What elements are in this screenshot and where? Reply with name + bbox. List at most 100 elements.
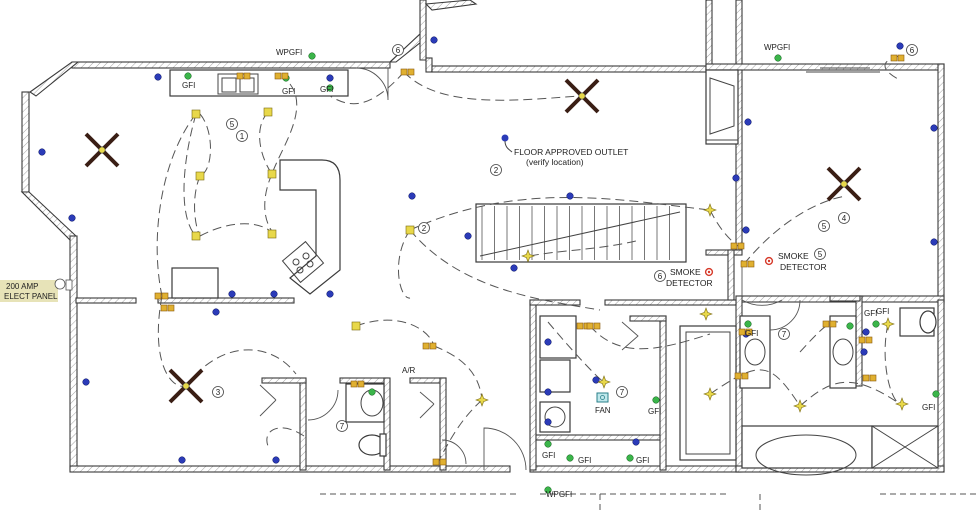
circuit-tag-number: 2	[494, 166, 499, 175]
smoke-detector-label: SMOKE	[670, 267, 701, 277]
switch-icon	[829, 320, 837, 328]
circuit-tag-number: 7	[340, 422, 345, 431]
outlet-icon	[860, 348, 868, 356]
outlet-icon	[212, 308, 220, 316]
switch-icon	[422, 342, 430, 350]
outlet-icon	[732, 174, 740, 182]
circuit-tag-number: 2	[422, 224, 427, 233]
stairs	[475, 203, 687, 263]
outlet-icon	[270, 290, 278, 298]
gfi-label: GFI	[922, 403, 935, 412]
gfi-outlet-icon	[308, 52, 316, 60]
panel-label-line1: 200 AMP	[6, 282, 38, 291]
switch-icon	[741, 372, 749, 380]
recessed-light-icon	[195, 171, 205, 181]
outlet-icon	[566, 192, 574, 200]
switch-icon	[167, 304, 175, 312]
gfi-label: GFI	[745, 329, 758, 338]
wall-entry-top	[424, 0, 478, 11]
circuit-tag-number: 1	[240, 132, 245, 141]
wall-bottom-mid	[529, 465, 741, 473]
deck-outline	[320, 67, 980, 513]
gfi-outlet-icon	[184, 72, 192, 80]
switch-icon	[890, 54, 898, 62]
outlet-icon	[272, 456, 280, 464]
switch-icon	[738, 328, 746, 336]
wall-entry-left	[419, 0, 427, 61]
gfi-label: GFI	[864, 309, 877, 318]
outlet-icon	[862, 328, 870, 336]
gfi-outlet-icon	[744, 320, 752, 328]
switch-icon	[869, 374, 877, 382]
switch-icon	[747, 260, 755, 268]
ceiling-fan-icon	[168, 368, 204, 404]
circuit-tag: 2	[418, 222, 430, 234]
switch-icon	[274, 72, 282, 80]
wall-top-right	[705, 63, 945, 71]
wall-left	[69, 235, 78, 471]
recessed-light-icon	[267, 229, 277, 239]
switch-icon	[281, 72, 289, 80]
smoke-detector-icon	[764, 256, 774, 266]
floor-outlet-note: FLOOR APPROVED OUTLET	[514, 147, 628, 157]
circuit-tag-number: 5	[230, 120, 235, 129]
gfi-label: GFI	[636, 456, 649, 465]
switch-symbols	[154, 54, 905, 466]
circuit-tag-number: 7	[620, 388, 625, 397]
circuit-tag: 6	[654, 270, 666, 282]
gfi-outlet-icon	[368, 388, 376, 396]
recessed-light-icon	[351, 321, 361, 331]
outlet-icon	[510, 264, 518, 272]
fan-label: FAN	[595, 406, 611, 415]
fireplace	[705, 69, 739, 145]
circuit-tag-number: 5	[822, 222, 827, 231]
circuit-tag-number: 6	[396, 46, 401, 55]
wpgfi-label: WPGFI	[546, 490, 572, 499]
light-fixture-icon	[793, 399, 807, 413]
floor-outlet-note-sub: (verify location)	[526, 157, 584, 167]
recessed-light-icon	[191, 231, 201, 241]
gfi-outlet-icon	[544, 486, 552, 494]
gfi-label: GFI	[542, 451, 555, 460]
ar-label: A/R	[402, 366, 416, 375]
floor-outlet-icon	[501, 134, 513, 153]
gfi-outlet-icon	[326, 84, 334, 92]
light-fixture-icon	[597, 375, 611, 389]
ceiling-fan-icon	[84, 132, 120, 168]
outlet-icon	[154, 73, 162, 81]
circuit-tag: 4	[838, 212, 850, 224]
outlet-icon	[38, 148, 46, 156]
circuit-tag-number: 3	[216, 388, 221, 397]
outlet-icon	[228, 290, 236, 298]
wall-top-mid	[431, 65, 707, 73]
circuit-tag: 3	[212, 386, 224, 398]
switch-icon	[400, 68, 408, 76]
light-fixture-icon	[703, 387, 717, 401]
panel-label-line2: ELECT PANEL	[4, 292, 58, 301]
light-fixture-icon	[475, 393, 489, 407]
electrical-panel-label: 200 AMP ELECT PANEL	[0, 278, 73, 302]
light-fixture-icon	[895, 397, 909, 411]
switch-icon	[586, 322, 594, 330]
outlet-icon	[326, 290, 334, 298]
recessed-light-icon	[263, 107, 273, 117]
wall-entry-stub	[425, 57, 433, 73]
switch-icon	[858, 336, 866, 344]
outlet-icon	[68, 214, 76, 222]
gfi-label: GFI	[282, 87, 295, 96]
recessed-light-icon	[267, 169, 277, 179]
circuit-tag: 6	[906, 44, 918, 56]
light-fixture-icon	[521, 249, 535, 263]
switch-icon	[154, 292, 162, 300]
circuit-tag-number: 6	[658, 272, 663, 281]
doors	[259, 67, 801, 471]
circuit-tag: 7	[616, 386, 628, 398]
wall-bay-left	[21, 91, 30, 193]
circuit-tag: 5	[814, 248, 826, 260]
circuit-tag-number: 6	[910, 46, 915, 55]
switch-icon	[730, 242, 738, 250]
switch-icon	[432, 458, 440, 466]
gfi-label: GFI	[578, 456, 591, 465]
wall-bottom-left	[69, 465, 511, 473]
